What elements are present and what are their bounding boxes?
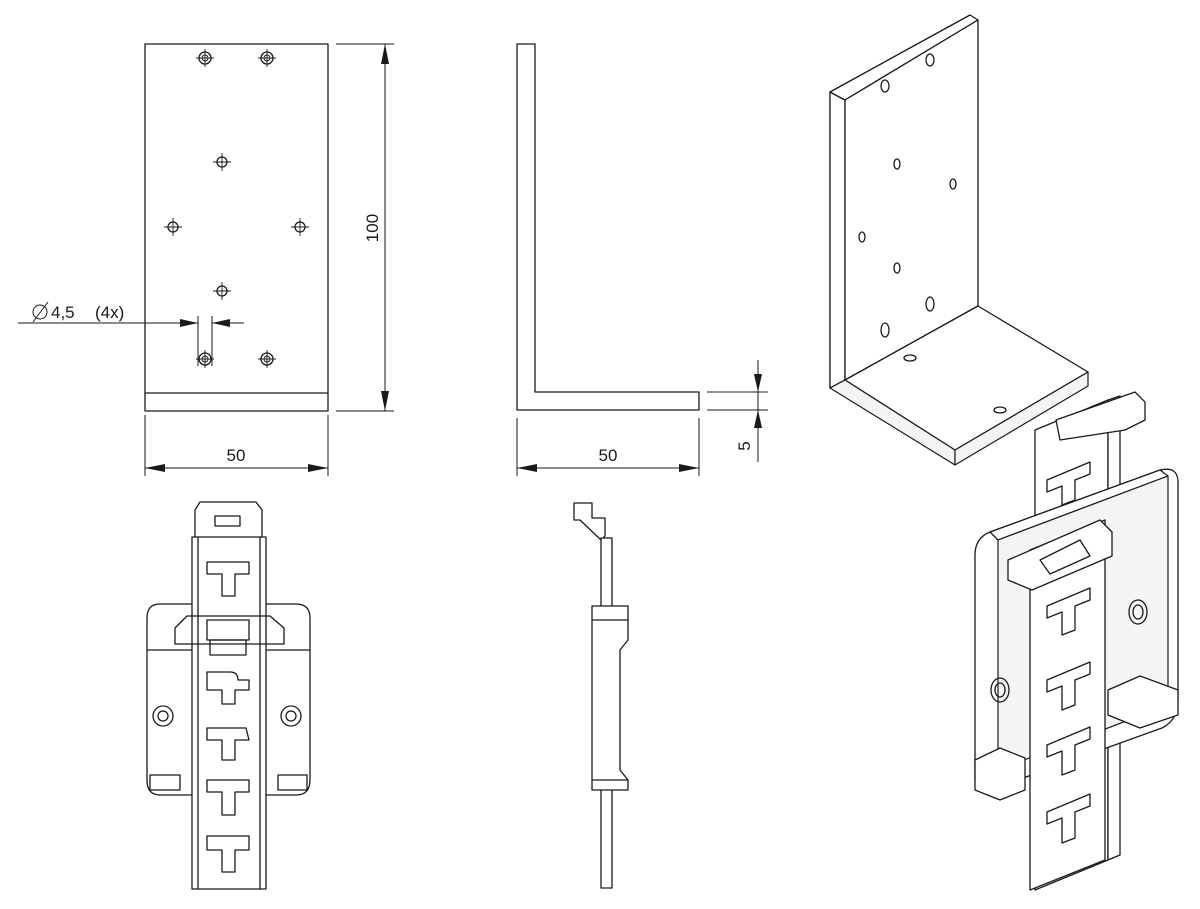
front-view-plate: 4,5 (4x) 100 50 [18,43,394,476]
din-clip-side-view [573,502,629,889]
mounting-hole [258,49,276,67]
din-clip-front-view [146,501,311,890]
mounting-hole [258,350,276,368]
diameter-icon [32,301,49,323]
mounting-hole [164,218,182,236]
side-view-angle: 5 50 [516,43,768,476]
isometric-angle-bracket [829,14,1089,466]
mounting-hole [196,49,214,67]
mounting-hole [196,350,214,368]
hole-diameter-label: 4,5 [51,303,75,322]
mounting-hole [213,282,231,300]
din-clip-isometric [974,391,1179,891]
plate-height-label: 100 [363,214,382,242]
mounting-hole [291,218,309,236]
angle-width-label: 50 [599,446,618,465]
mounting-hole [213,153,231,171]
plate-width-label: 50 [227,446,246,465]
thickness-label: 5 [735,441,754,450]
hole-count-label: (4x) [95,303,124,322]
